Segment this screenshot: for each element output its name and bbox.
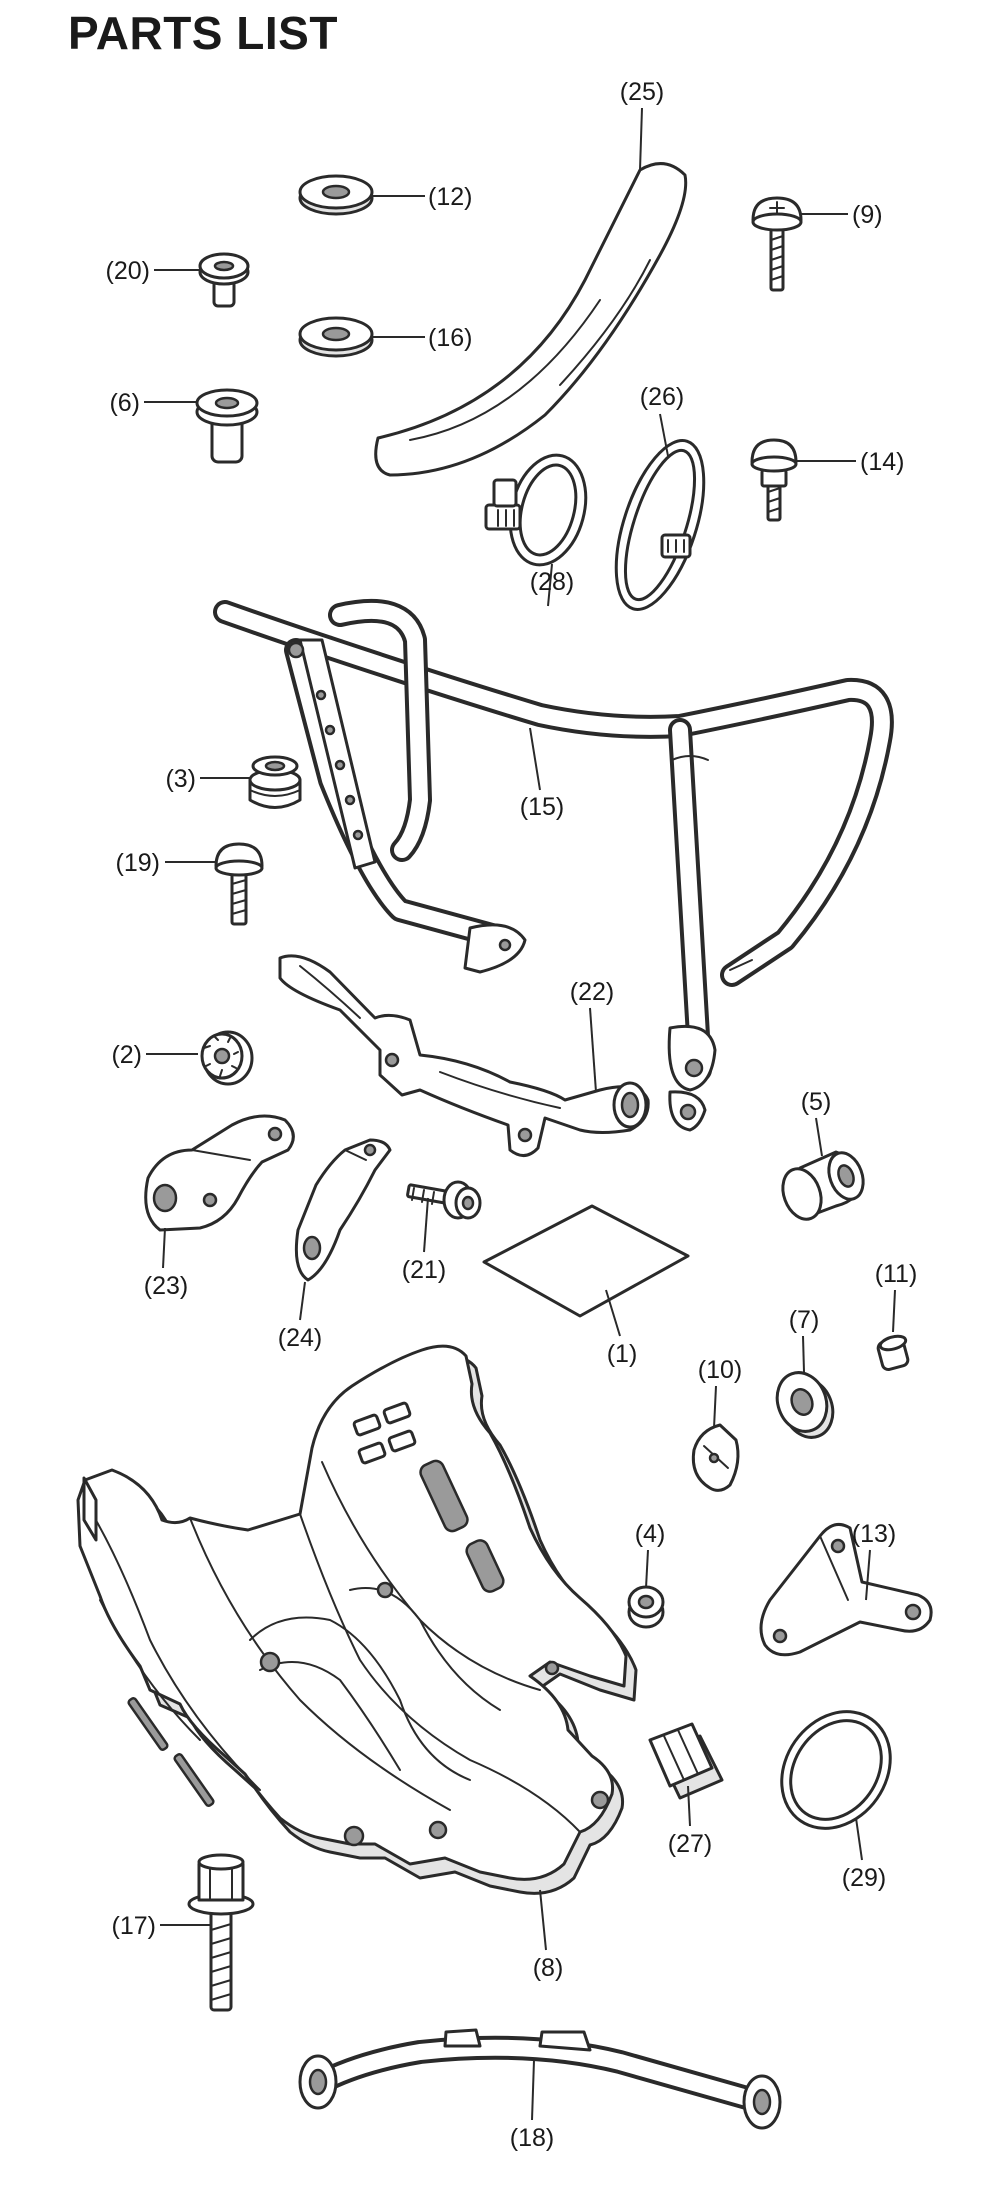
part-8-skid-plate (76, 1344, 638, 1895)
part-16-washer (298, 316, 374, 358)
part-label-17: (17) (112, 1912, 156, 1940)
part-6-collar (195, 388, 259, 464)
part-12-washer (298, 174, 374, 216)
part-27-rubber-block (648, 1722, 724, 1800)
part-label-11: (11) (875, 1260, 918, 1288)
part-28-hose-clamp (484, 453, 588, 567)
part-label-1: (1) (607, 1340, 638, 1368)
part-23-bracket (144, 1114, 295, 1232)
part-2-nut (200, 1030, 254, 1086)
part-label-4: (4) (635, 1520, 666, 1548)
part-17-flange-bolt (187, 1853, 255, 2012)
part-20-collar (198, 252, 250, 308)
part-label-24: (24) (278, 1324, 322, 1352)
part-3-grommet (248, 755, 302, 809)
part-29-o-ring (780, 1710, 892, 1830)
part-4-grommet (627, 1585, 665, 1629)
part-label-6: (6) (109, 389, 140, 417)
part-label-19: (19) (116, 849, 160, 877)
part-9-screw (751, 196, 803, 292)
part-15-guard-frame (213, 598, 894, 1132)
part-labels: (25) (12) (9) (20) (16) (26) (6) (14) (2… (106, 78, 918, 2152)
part-label-22: (22) (570, 978, 614, 1006)
part-label-13: (13) (852, 1520, 896, 1548)
part-1-sheet (482, 1204, 690, 1318)
part-13-bracket (759, 1522, 933, 1657)
part-label-10: (10) (698, 1356, 742, 1384)
part-label-2: (2) (111, 1041, 142, 1069)
part-10-clip-nut (691, 1423, 740, 1492)
part-11-collar (876, 1334, 910, 1372)
part-26-hose-clamp (614, 439, 706, 611)
part-7-washer (775, 1371, 835, 1439)
part-label-29: (29) (842, 1864, 886, 1892)
part-label-18: (18) (510, 2124, 554, 2152)
page-title: PARTS LIST (68, 7, 338, 59)
part-21-bolt (406, 1180, 482, 1220)
leader-lines (144, 107, 896, 2121)
part-5-collar (781, 1150, 865, 1221)
part-label-3: (3) (165, 765, 196, 793)
part-label-27: (27) (668, 1830, 712, 1858)
part-25-guard-tube (374, 162, 688, 477)
part-label-20: (20) (106, 257, 150, 285)
part-label-9: (9) (852, 201, 883, 229)
part-label-26: (26) (640, 383, 684, 411)
part-label-25: (25) (620, 78, 664, 106)
part-label-7: (7) (789, 1306, 820, 1334)
part-label-8: (8) (533, 1954, 564, 1982)
part-label-16: (16) (428, 324, 472, 352)
part-22-stay-tube (278, 954, 650, 1157)
part-19-screw (214, 842, 264, 926)
part-label-23: (23) (144, 1272, 188, 1300)
part-label-5: (5) (801, 1088, 832, 1116)
part-label-28: (28) (530, 568, 574, 596)
part-label-12: (12) (428, 183, 472, 211)
part-label-14: (14) (860, 448, 904, 476)
part-label-21: (21) (402, 1256, 446, 1284)
part-14-bolt (750, 438, 798, 522)
part-label-15: (15) (520, 793, 564, 821)
part-18-lower-stay (298, 2028, 782, 2130)
part-24-bracket (294, 1138, 392, 1282)
